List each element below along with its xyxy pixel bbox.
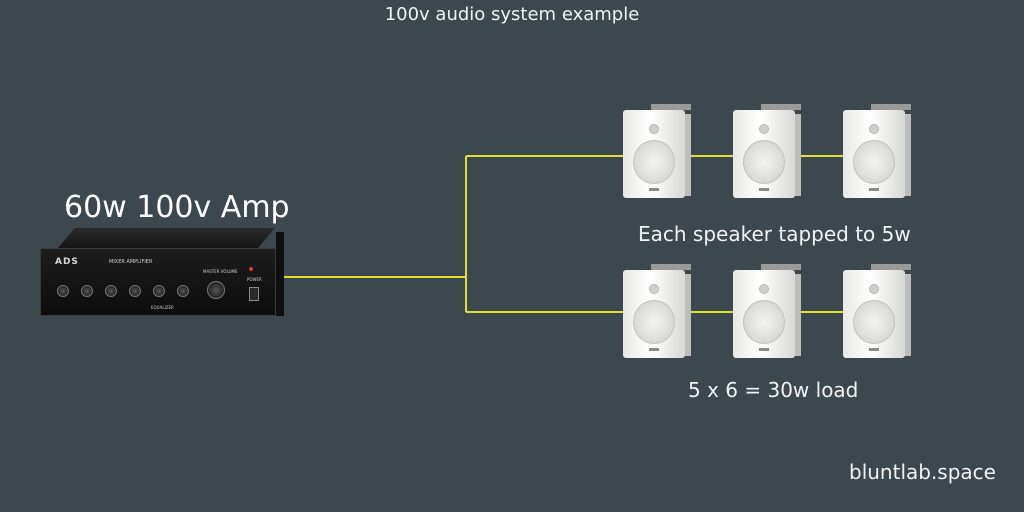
watermark: bluntlab.space [849, 460, 996, 484]
amp-power-text: POWER [247, 277, 262, 282]
knob-icon [105, 285, 117, 297]
power-switch-icon [249, 287, 259, 301]
amp-label: 60w 100v Amp [64, 190, 290, 225]
amp-equalizer-text: EQUALIZER [151, 305, 174, 310]
amp-master-volume-text: MASTER VOLUME [203, 269, 238, 274]
diagram-title: 100v audio system example [384, 4, 640, 25]
speaker-icon [623, 264, 691, 360]
speaker-icon [623, 104, 691, 200]
amplifier: ADS MIXER AMPLIFIER MASTER VOLUME POWER … [40, 228, 284, 316]
power-led-icon [249, 267, 253, 271]
speaker-icon [843, 264, 911, 360]
amp-top-panel [58, 228, 275, 248]
knob-icon [129, 285, 141, 297]
speaker-tap-note: Each speaker tapped to 5w [638, 222, 911, 246]
master-volume-knob-icon [207, 281, 225, 299]
speaker-icon [733, 104, 801, 200]
knob-icon [57, 285, 69, 297]
load-note: 5 x 6 = 30w load [688, 378, 859, 402]
amp-logo: ADS [55, 257, 79, 267]
knob-icon [177, 285, 189, 297]
amp-front-panel: ADS MIXER AMPLIFIER MASTER VOLUME POWER … [40, 248, 276, 316]
knob-icon [81, 285, 93, 297]
speaker-icon [843, 104, 911, 200]
amp-side-panel [276, 232, 284, 316]
amp-model-text: MIXER AMPLIFIER [109, 259, 153, 265]
speaker-icon [733, 264, 801, 360]
knob-icon [153, 285, 165, 297]
